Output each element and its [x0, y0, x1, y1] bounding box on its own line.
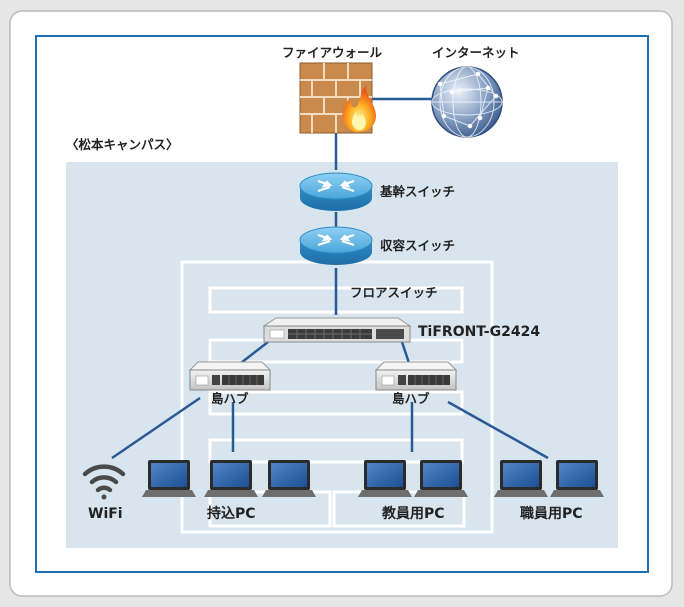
- label-campus: 〈松本キャンパス〉: [66, 137, 179, 152]
- label-floor-switch: フロアスイッチ: [350, 285, 438, 300]
- label-internet: インターネット: [432, 45, 520, 60]
- aggregation-switch-icon: [299, 226, 373, 265]
- wifi-icon: [82, 464, 126, 500]
- core-switch-icon: [299, 172, 373, 211]
- link-hub-right-staff: [447, 400, 549, 460]
- laptop-icon-2: [204, 460, 258, 497]
- label-staff-pc: 職員用PC: [520, 506, 583, 522]
- laptop-icon-3: [262, 460, 316, 497]
- laptop-icon-7: [550, 460, 604, 497]
- island-hub-right-icon: [374, 361, 458, 391]
- label-core-switch: 基幹スイッチ: [380, 184, 456, 199]
- laptop-icon-5: [414, 460, 468, 497]
- island-hub-left-icon: [188, 361, 272, 391]
- link-hub-left-wifi: [111, 396, 201, 460]
- firewall-icon: [299, 62, 376, 134]
- laptop-icon-6: [494, 460, 548, 497]
- label-firewall: ファイアウォール: [282, 45, 383, 60]
- label-wifi: WiFi: [88, 506, 123, 522]
- tifront-switch-icon: [262, 317, 412, 343]
- label-byod-pc: 持込PC: [207, 506, 256, 522]
- laptop-icon-4: [358, 460, 412, 497]
- label-aggregation-switch: 収容スイッチ: [380, 238, 456, 253]
- label-island-hub-right: 島ハブ: [392, 391, 430, 406]
- laptop-icon-1: [142, 460, 196, 497]
- internet-globe-icon: [431, 66, 503, 138]
- label-tifront: TiFRONT-G2424: [418, 324, 541, 340]
- label-faculty-pc: 教員用PC: [382, 506, 445, 522]
- label-island-hub-left: 島ハブ: [211, 391, 249, 406]
